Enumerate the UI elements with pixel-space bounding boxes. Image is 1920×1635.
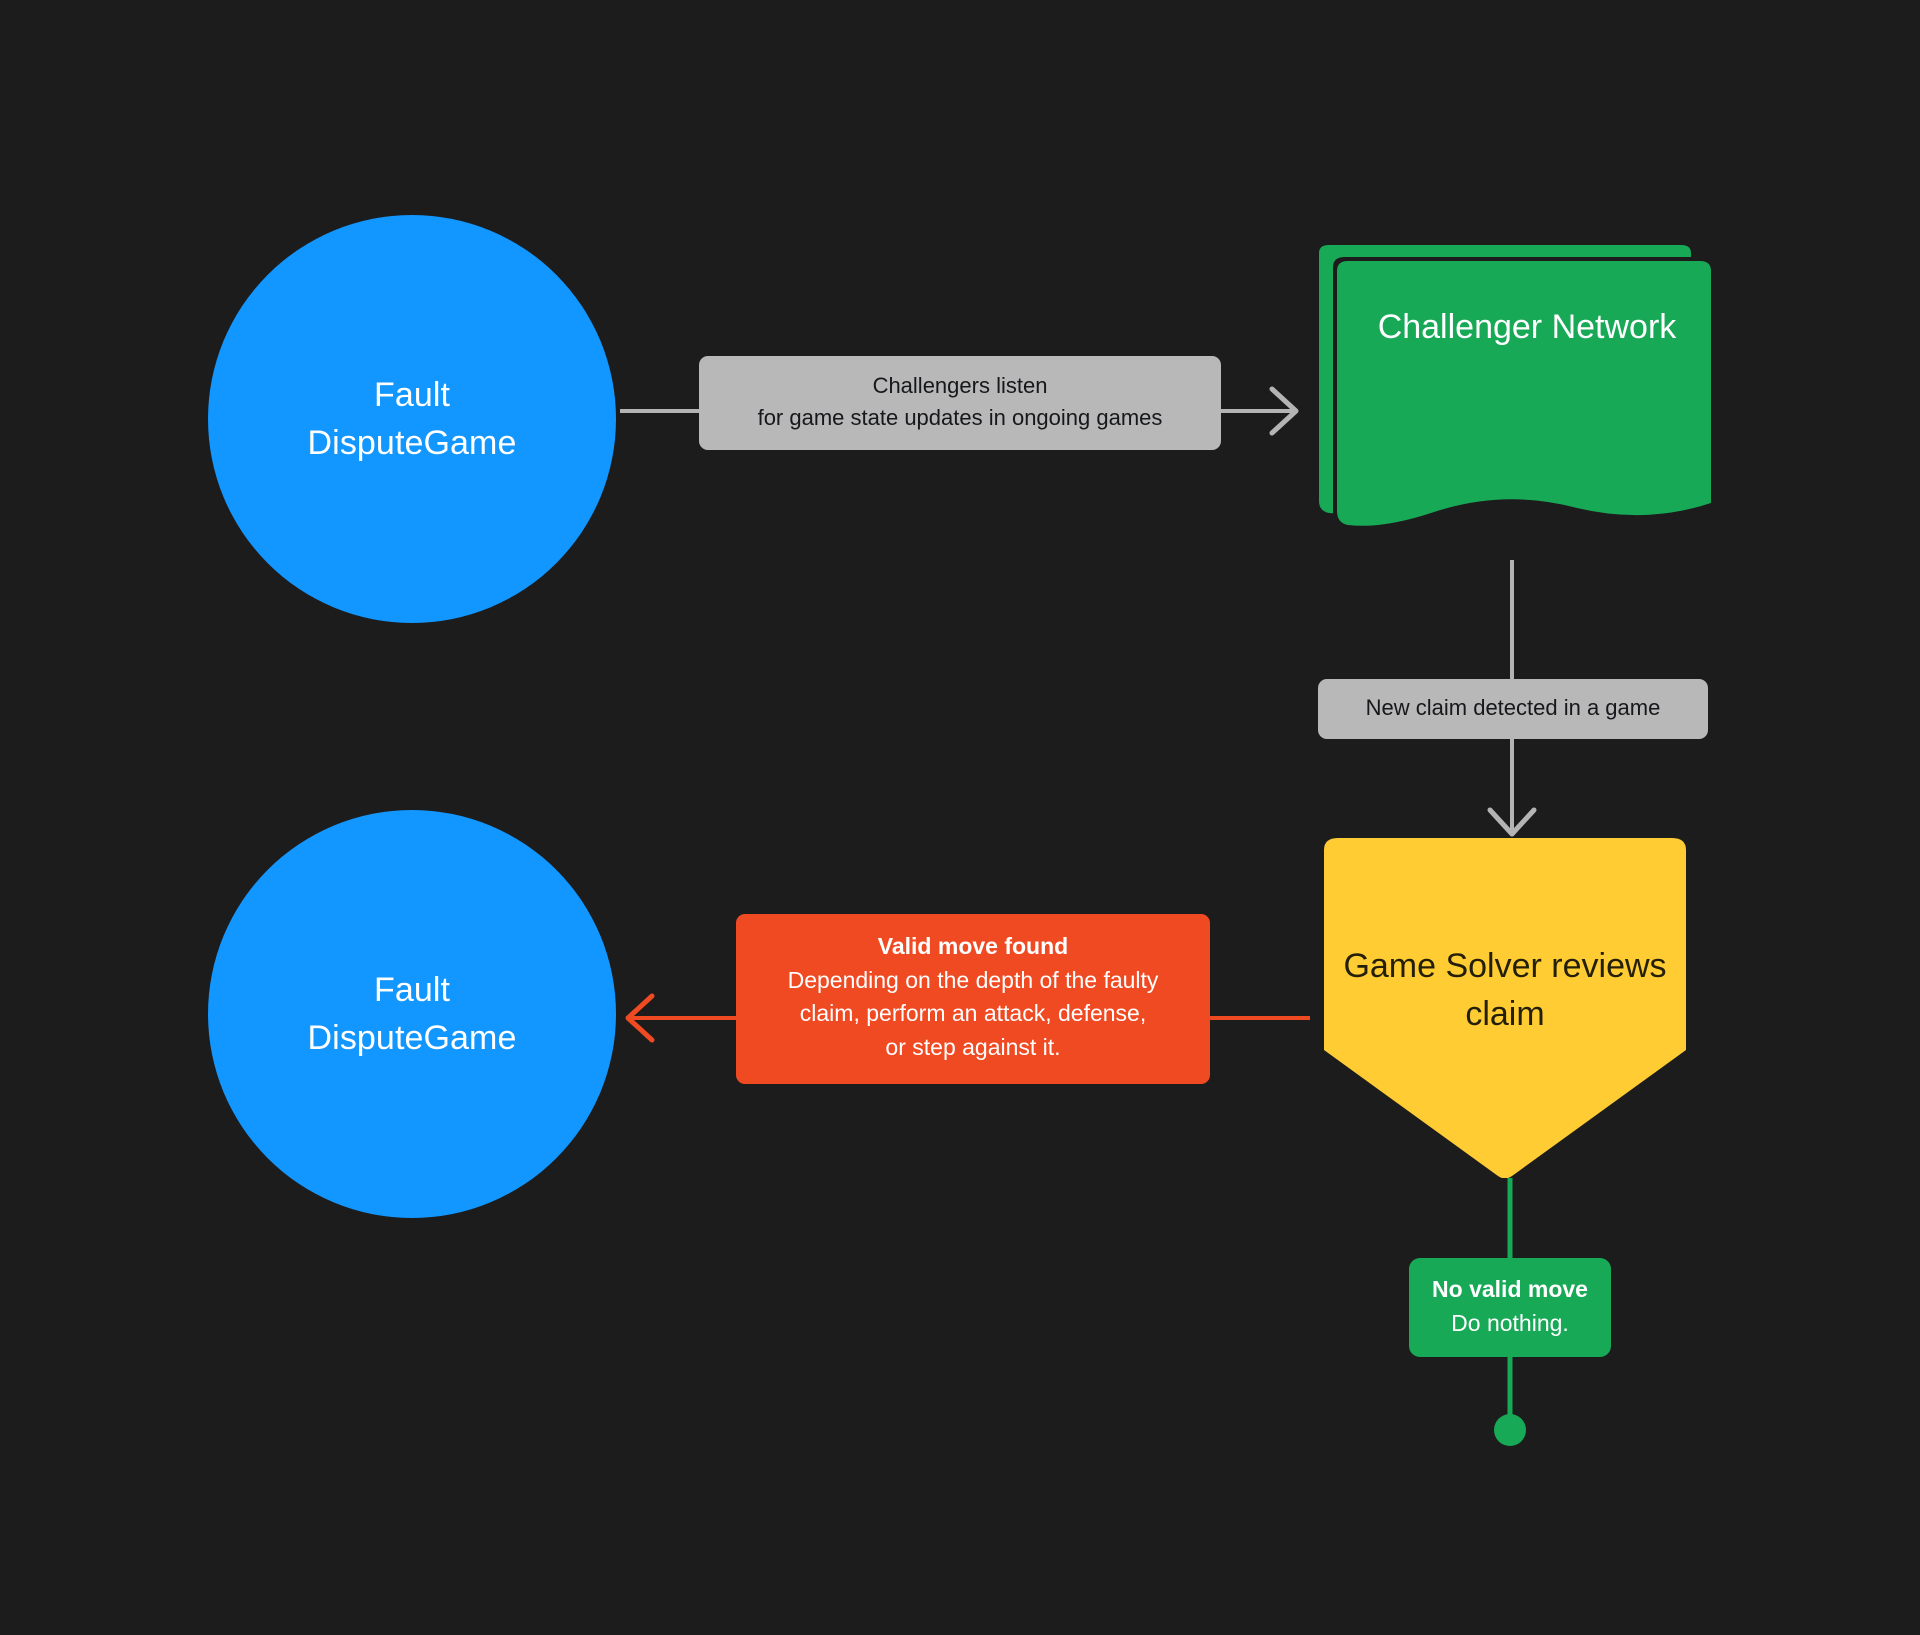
arrowhead-right-icon (1269, 386, 1299, 436)
edge-label-line-1: Depending on the depth of the faulty (787, 966, 1159, 993)
node-game-solver[interactable]: Game Solver reviews claim (1312, 838, 1698, 1178)
edge-label-challengers-listen: Challengers listen for game state update… (699, 356, 1221, 451)
edge-label-title: Valid move found (877, 933, 1069, 959)
node-fault-dispute-game-bottom[interactable]: Fault DisputeGame (208, 810, 616, 1218)
edge-label-line-2: for game state updates in ongoing games (757, 405, 1163, 431)
node-challenger-network[interactable]: Challenger Network (1305, 245, 1715, 565)
node-label-line-1: Fault (373, 375, 451, 414)
arrowhead-down-icon (1487, 807, 1537, 837)
edge-label-new-claim: New claim detected in a game (1318, 679, 1708, 740)
edge-label-line-1: Do nothing. (1451, 1309, 1569, 1336)
edge-label-line-1: New claim detected in a game (1365, 695, 1661, 720)
edge-label-line-1: Challengers listen (872, 373, 1048, 398)
edge-label-no-valid-move: No valid move Do nothing. (1409, 1258, 1611, 1358)
multi-document-shape-icon (1319, 245, 1713, 530)
arrowhead-left-icon (625, 993, 655, 1043)
node-fault-dispute-game-top[interactable]: Fault DisputeGame (208, 215, 616, 623)
edge-label-valid-move: Valid move found Depending on the depth … (736, 914, 1210, 1085)
edge-label-line-3: or step against it. (885, 1033, 1061, 1060)
node-label-line-2: DisputeGame (307, 424, 517, 462)
edge-label-line-2: claim, perform an attack, defense, (799, 1000, 1147, 1027)
terminator-dot-icon (1494, 1414, 1526, 1446)
node-label-line-2: DisputeGame (307, 1019, 517, 1057)
edge-label-title: No valid move (1432, 1276, 1588, 1302)
pentagon-down-shape-icon (1324, 838, 1686, 1178)
node-label-line-1: Fault (373, 970, 451, 1009)
